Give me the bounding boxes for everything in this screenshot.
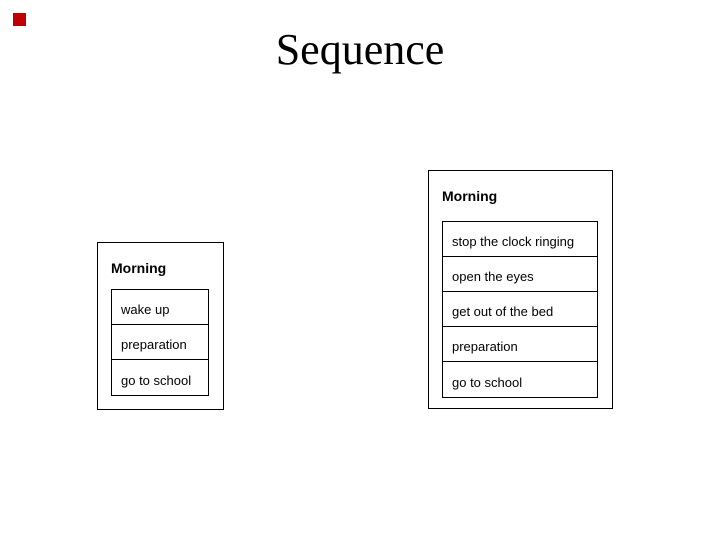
sequence-box-morning-detailed: Morning stop the clock ringing open the … (428, 170, 613, 409)
slide-title: Sequence (275, 25, 445, 74)
task-row: preparation (112, 325, 208, 360)
task-row: wake up (112, 290, 208, 325)
task-row: go to school (121, 372, 192, 388)
task-row: stop the clock ringing (443, 222, 597, 257)
task-row: preparation (443, 327, 597, 362)
task-row: get out of the bed (443, 292, 597, 327)
task-table: stop the clock ringing open the eyes get… (442, 221, 598, 398)
task-row: go to school (452, 374, 523, 390)
box-label: Morning (442, 188, 498, 204)
task-table: wake up preparation go to school (111, 289, 209, 396)
sequence-box-morning-short: Morning wake up preparation go to school (97, 242, 224, 410)
box-label: Morning (111, 260, 167, 276)
task-row: open the eyes (443, 257, 597, 292)
accent-square-icon (13, 13, 26, 26)
